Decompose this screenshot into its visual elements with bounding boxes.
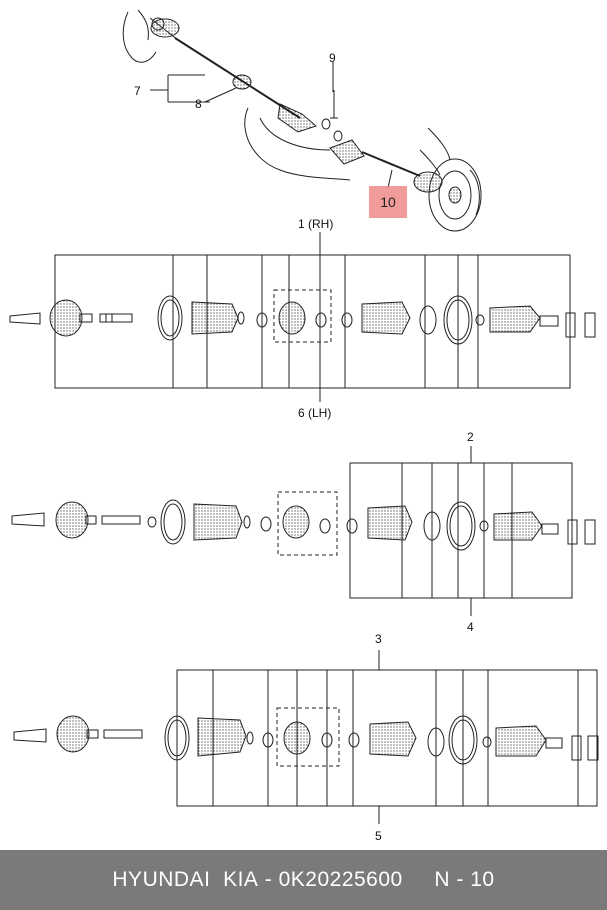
exploded-parts-diagram: 7 8 9 1 (RH) 6 (LH) 2 4 3 5 (9, 9, 599, 843)
section-2-parts (11, 499, 596, 551)
section-3-frame (176, 650, 598, 824)
callout-7: 7 (134, 84, 141, 98)
callout-6-lh: 6 (LH) (298, 406, 331, 420)
callout-1-rh: 1 (RH) (298, 217, 333, 231)
section-1-parts (9, 295, 596, 345)
footer-separator: - (258, 868, 279, 891)
callout-3: 3 (375, 632, 382, 646)
footer-brand: HYUNDAI KIA (112, 868, 259, 891)
callout-4: 4 (467, 620, 474, 634)
section-3-parts (13, 715, 599, 765)
callout-5: 5 (375, 829, 382, 843)
footer-ref: N - 10 (434, 868, 495, 891)
axle-assembly-illustration (122, 9, 482, 232)
footer-part-number: 0K20225600 (278, 868, 403, 891)
highlight-marker (369, 186, 407, 218)
footer-bar: HYUNDAI KIA - 0K20225600 N - 10 (0, 850, 607, 910)
footer-gap (403, 868, 435, 892)
callout-9: 9 (329, 51, 336, 65)
callout-2: 2 (467, 430, 474, 444)
callout-8: 8 (195, 97, 202, 111)
callout-leaders (150, 62, 393, 189)
callout-10-highlighted: 10 (380, 194, 396, 210)
